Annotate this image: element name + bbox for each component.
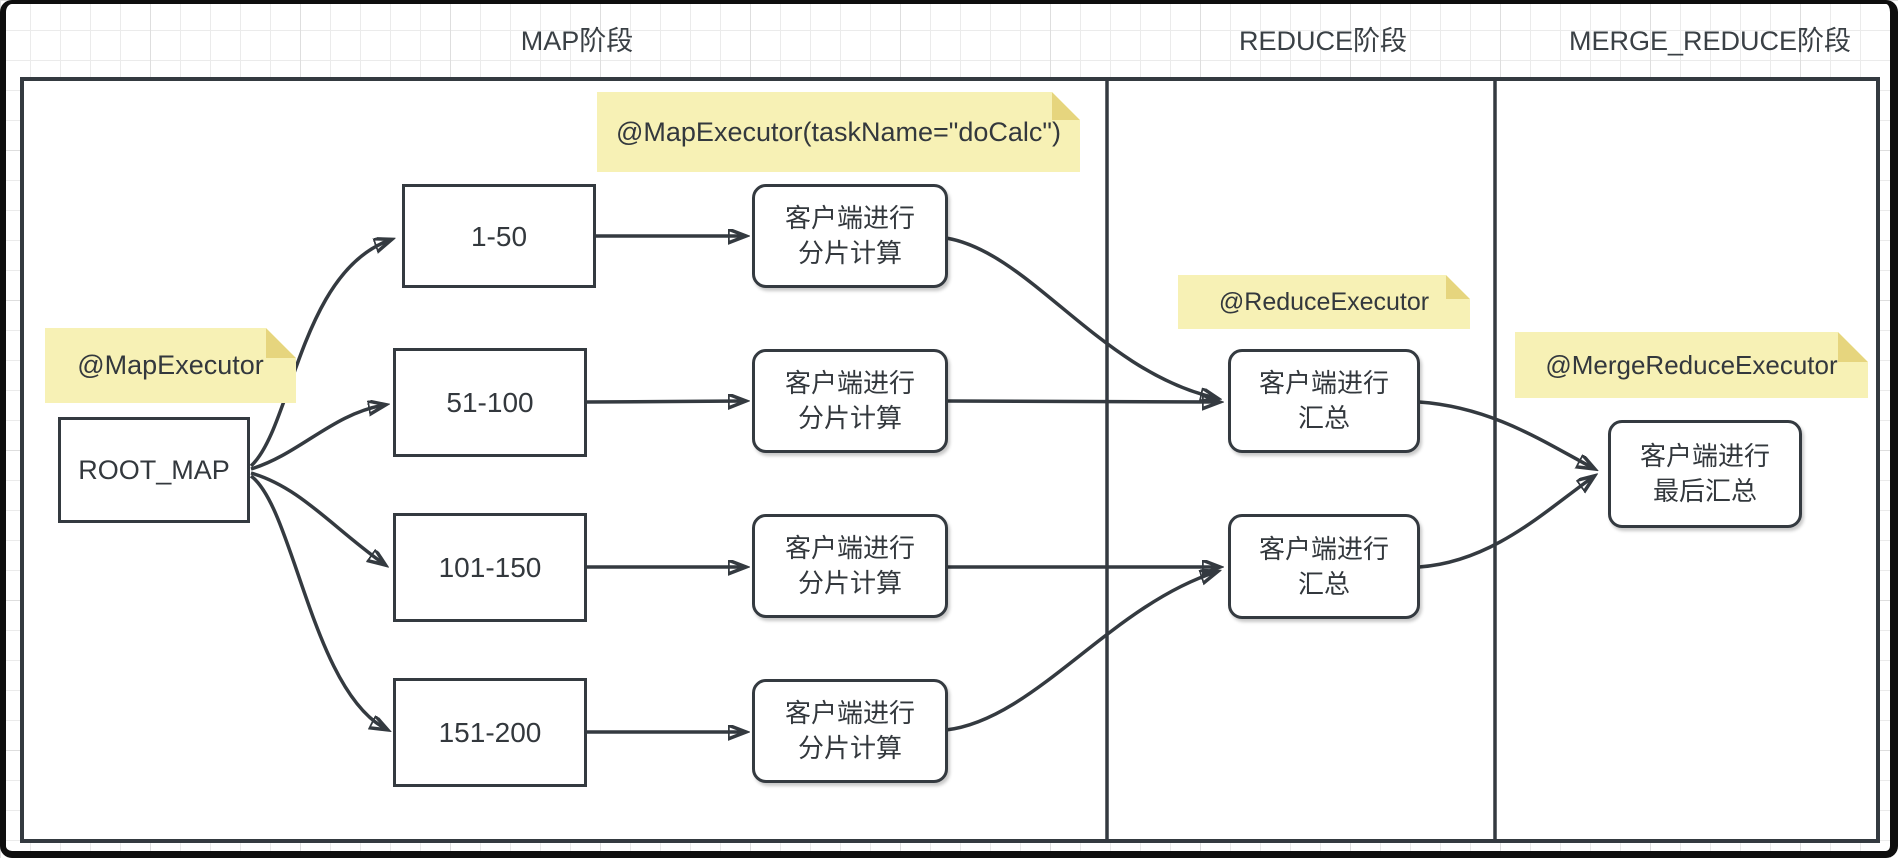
note-map-executor-task-label: @MapExecutor(taskName="doCalc") xyxy=(616,116,1061,147)
phase-header-reduce: REDUCE阶段 xyxy=(1238,26,1408,56)
node-map-task-line2: 分片计算 xyxy=(797,403,902,433)
node-reduce-task-line1: 客户端进行 xyxy=(1258,368,1389,398)
node-map-task-1: 客户端进行 分片计算 xyxy=(752,184,948,288)
node-range-label: 51-100 xyxy=(446,387,534,418)
node-map-task-line1: 客户端进行 xyxy=(784,698,915,728)
note-merge-reduce-executor: @MergeReduceExecutor xyxy=(1515,332,1868,398)
node-range-51-100: 51-100 xyxy=(393,348,587,457)
node-merge-task-line1: 客户端进行 xyxy=(1639,441,1770,471)
node-map-task-line1: 客户端进行 xyxy=(784,368,915,398)
note-merge-reduce-executor-label: @MergeReduceExecutor xyxy=(1545,349,1838,380)
node-map-task-3: 客户端进行 分片计算 xyxy=(752,514,948,618)
node-reduce-task-2: 客户端进行 汇总 xyxy=(1228,514,1420,619)
node-range-label: 1-50 xyxy=(470,220,528,252)
phase-header-map: MAP阶段 xyxy=(520,26,634,56)
phase-header-merge-reduce: MERGE_REDUCE阶段 xyxy=(1568,26,1852,56)
node-reduce-task-line2: 汇总 xyxy=(1297,403,1350,433)
node-map-task-line1: 客户端进行 xyxy=(784,533,915,563)
note-reduce-executor-label: @ReduceExecutor xyxy=(1218,287,1430,316)
node-range-151-200: 151-200 xyxy=(393,678,587,787)
diagram-border xyxy=(20,77,1880,843)
note-reduce-executor: @ReduceExecutor xyxy=(1178,275,1470,329)
node-range-label: 151-200 xyxy=(438,717,542,748)
node-reduce-task-1: 客户端进行 汇总 xyxy=(1228,349,1420,453)
node-merge-task-line2: 最后汇总 xyxy=(1652,476,1757,506)
node-root-map: ROOT_MAP xyxy=(58,417,250,523)
node-root-map-label: ROOT_MAP xyxy=(78,454,230,485)
node-map-task-line1: 客户端进行 xyxy=(784,203,915,233)
node-map-task-line2: 分片计算 xyxy=(797,568,902,598)
node-range-1-50: 1-50 xyxy=(402,184,596,288)
node-reduce-task-line1: 客户端进行 xyxy=(1258,533,1389,564)
note-map-executor-task: @MapExecutor(taskName="doCalc") xyxy=(597,92,1080,172)
node-map-task-line2: 分片计算 xyxy=(797,733,902,763)
note-map-executor: @MapExecutor xyxy=(45,328,296,403)
node-range-label: 101-150 xyxy=(438,552,542,583)
node-merge-task: 客户端进行 最后汇总 xyxy=(1608,420,1802,528)
node-map-task-line2: 分片计算 xyxy=(797,238,902,268)
note-map-executor-label: @MapExecutor xyxy=(77,350,264,380)
node-range-101-150: 101-150 xyxy=(393,513,587,622)
node-map-task-4: 客户端进行 分片计算 xyxy=(752,679,948,783)
node-map-task-2: 客户端进行 分片计算 xyxy=(752,349,948,453)
node-reduce-task-line2: 汇总 xyxy=(1297,568,1350,599)
